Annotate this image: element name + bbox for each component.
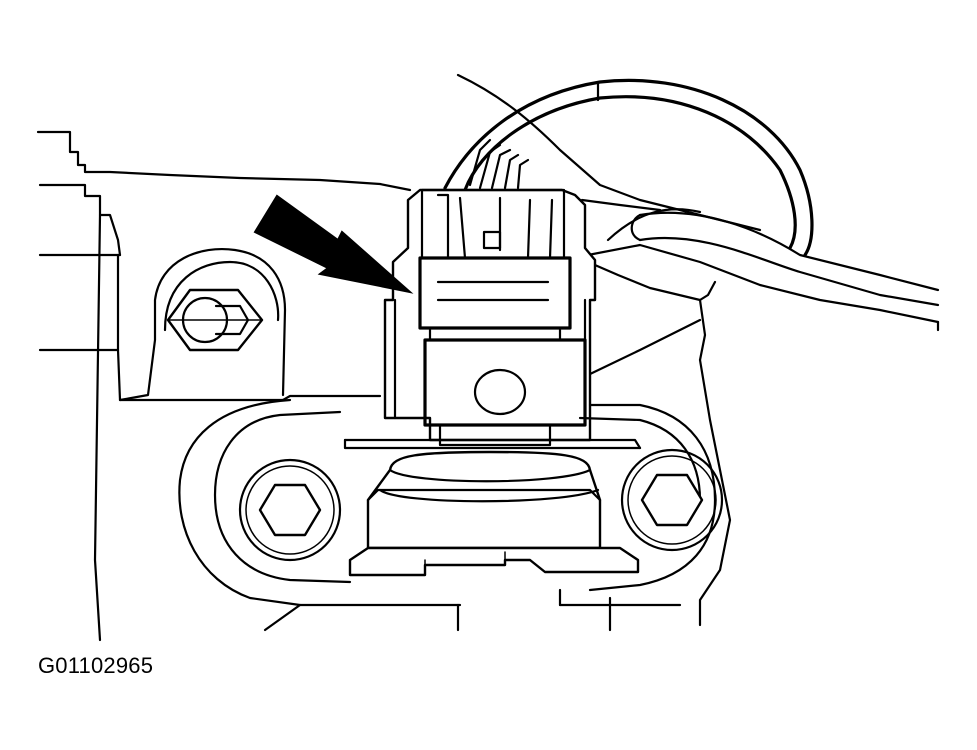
- hex-bolt-lower-right: [620, 448, 724, 552]
- sensor-body: [348, 450, 640, 577]
- mounting-bracket: [118, 248, 287, 402]
- sensor-flange: [178, 398, 717, 632]
- engine-block-outline: [36, 73, 940, 642]
- wiring-harness: [443, 78, 940, 307]
- sensor-connector: [383, 188, 597, 447]
- pointer-arrow: [253, 194, 414, 294]
- hex-bolt-lower-left: [238, 458, 342, 562]
- hex-bolt-left: [166, 288, 264, 352]
- figure-code: G01102965: [38, 653, 154, 678]
